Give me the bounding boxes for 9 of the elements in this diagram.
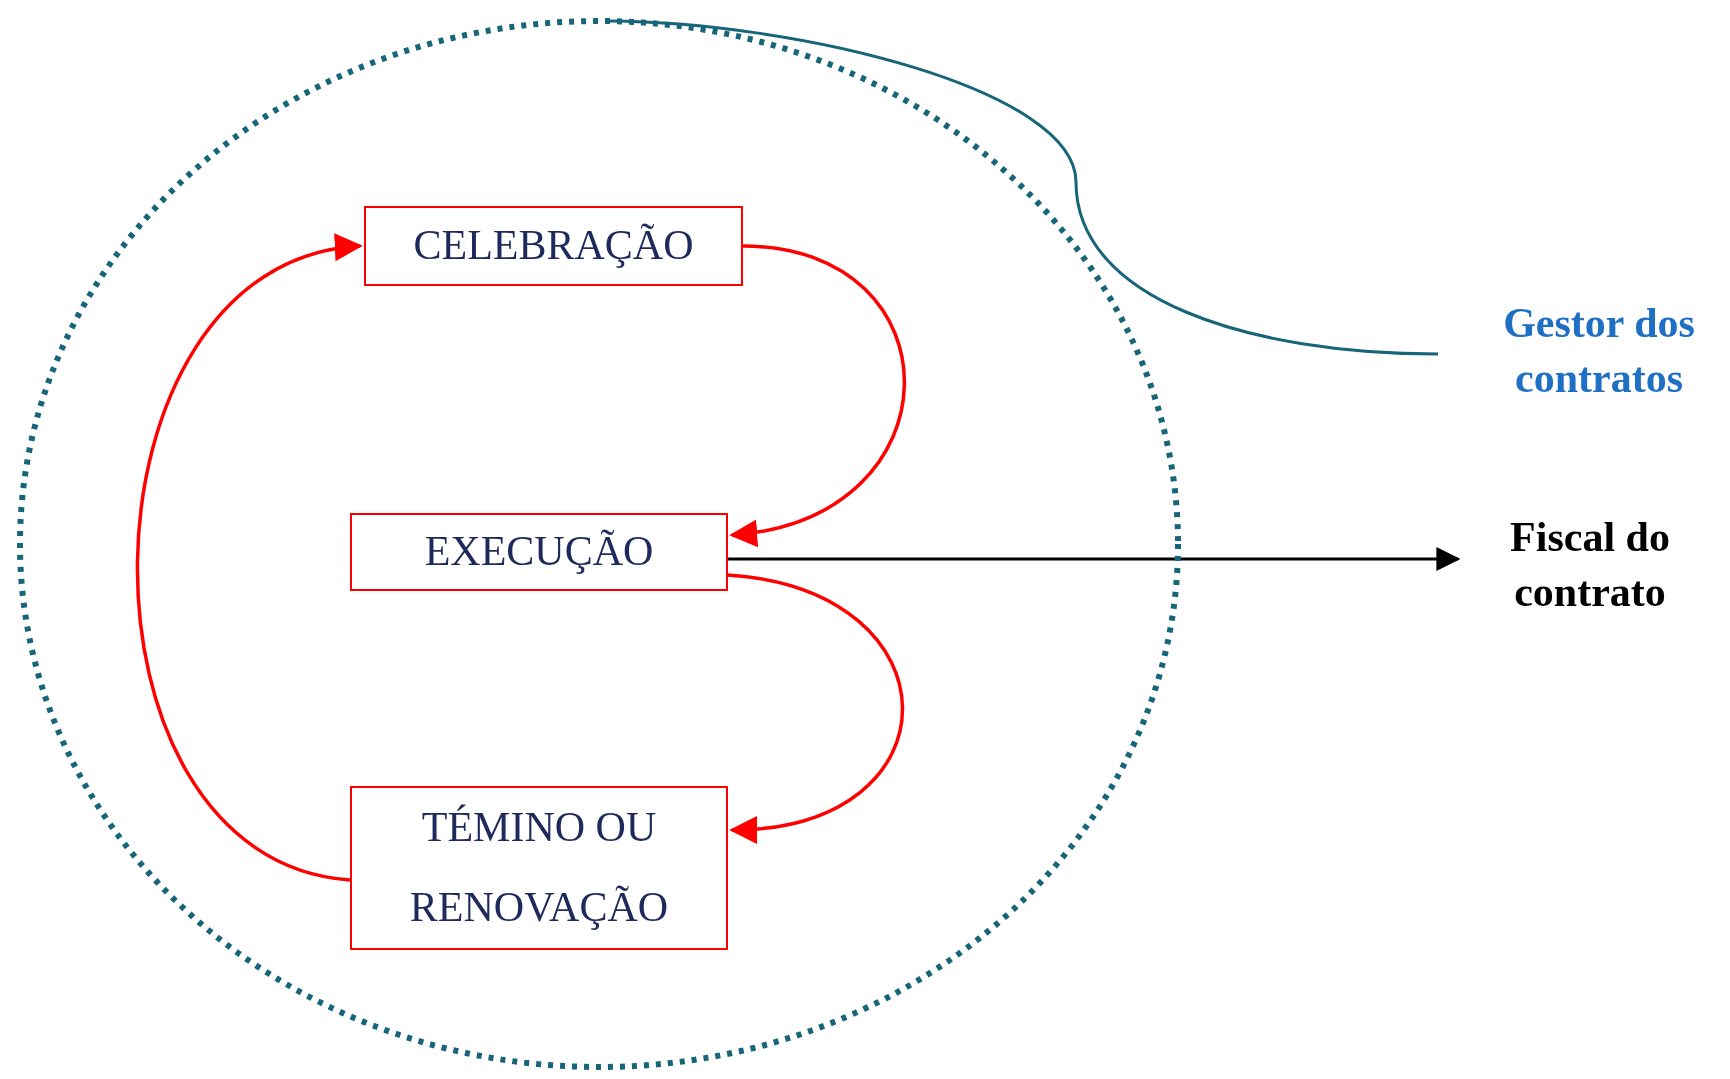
dotted-circle [16, 17, 1182, 1071]
arrow [728, 547, 1461, 571]
process-box: TÉMINO OU RENOVAÇÃO [350, 786, 728, 950]
arrow [729, 244, 906, 545]
process-box: CELEBRAÇÃO [364, 206, 743, 286]
role-label: Gestor dos contratos [1470, 296, 1728, 412]
process-box: EXECUÇÃO [350, 513, 728, 591]
arrow [727, 573, 905, 842]
role-label: Fiscal do contrato [1470, 510, 1710, 626]
